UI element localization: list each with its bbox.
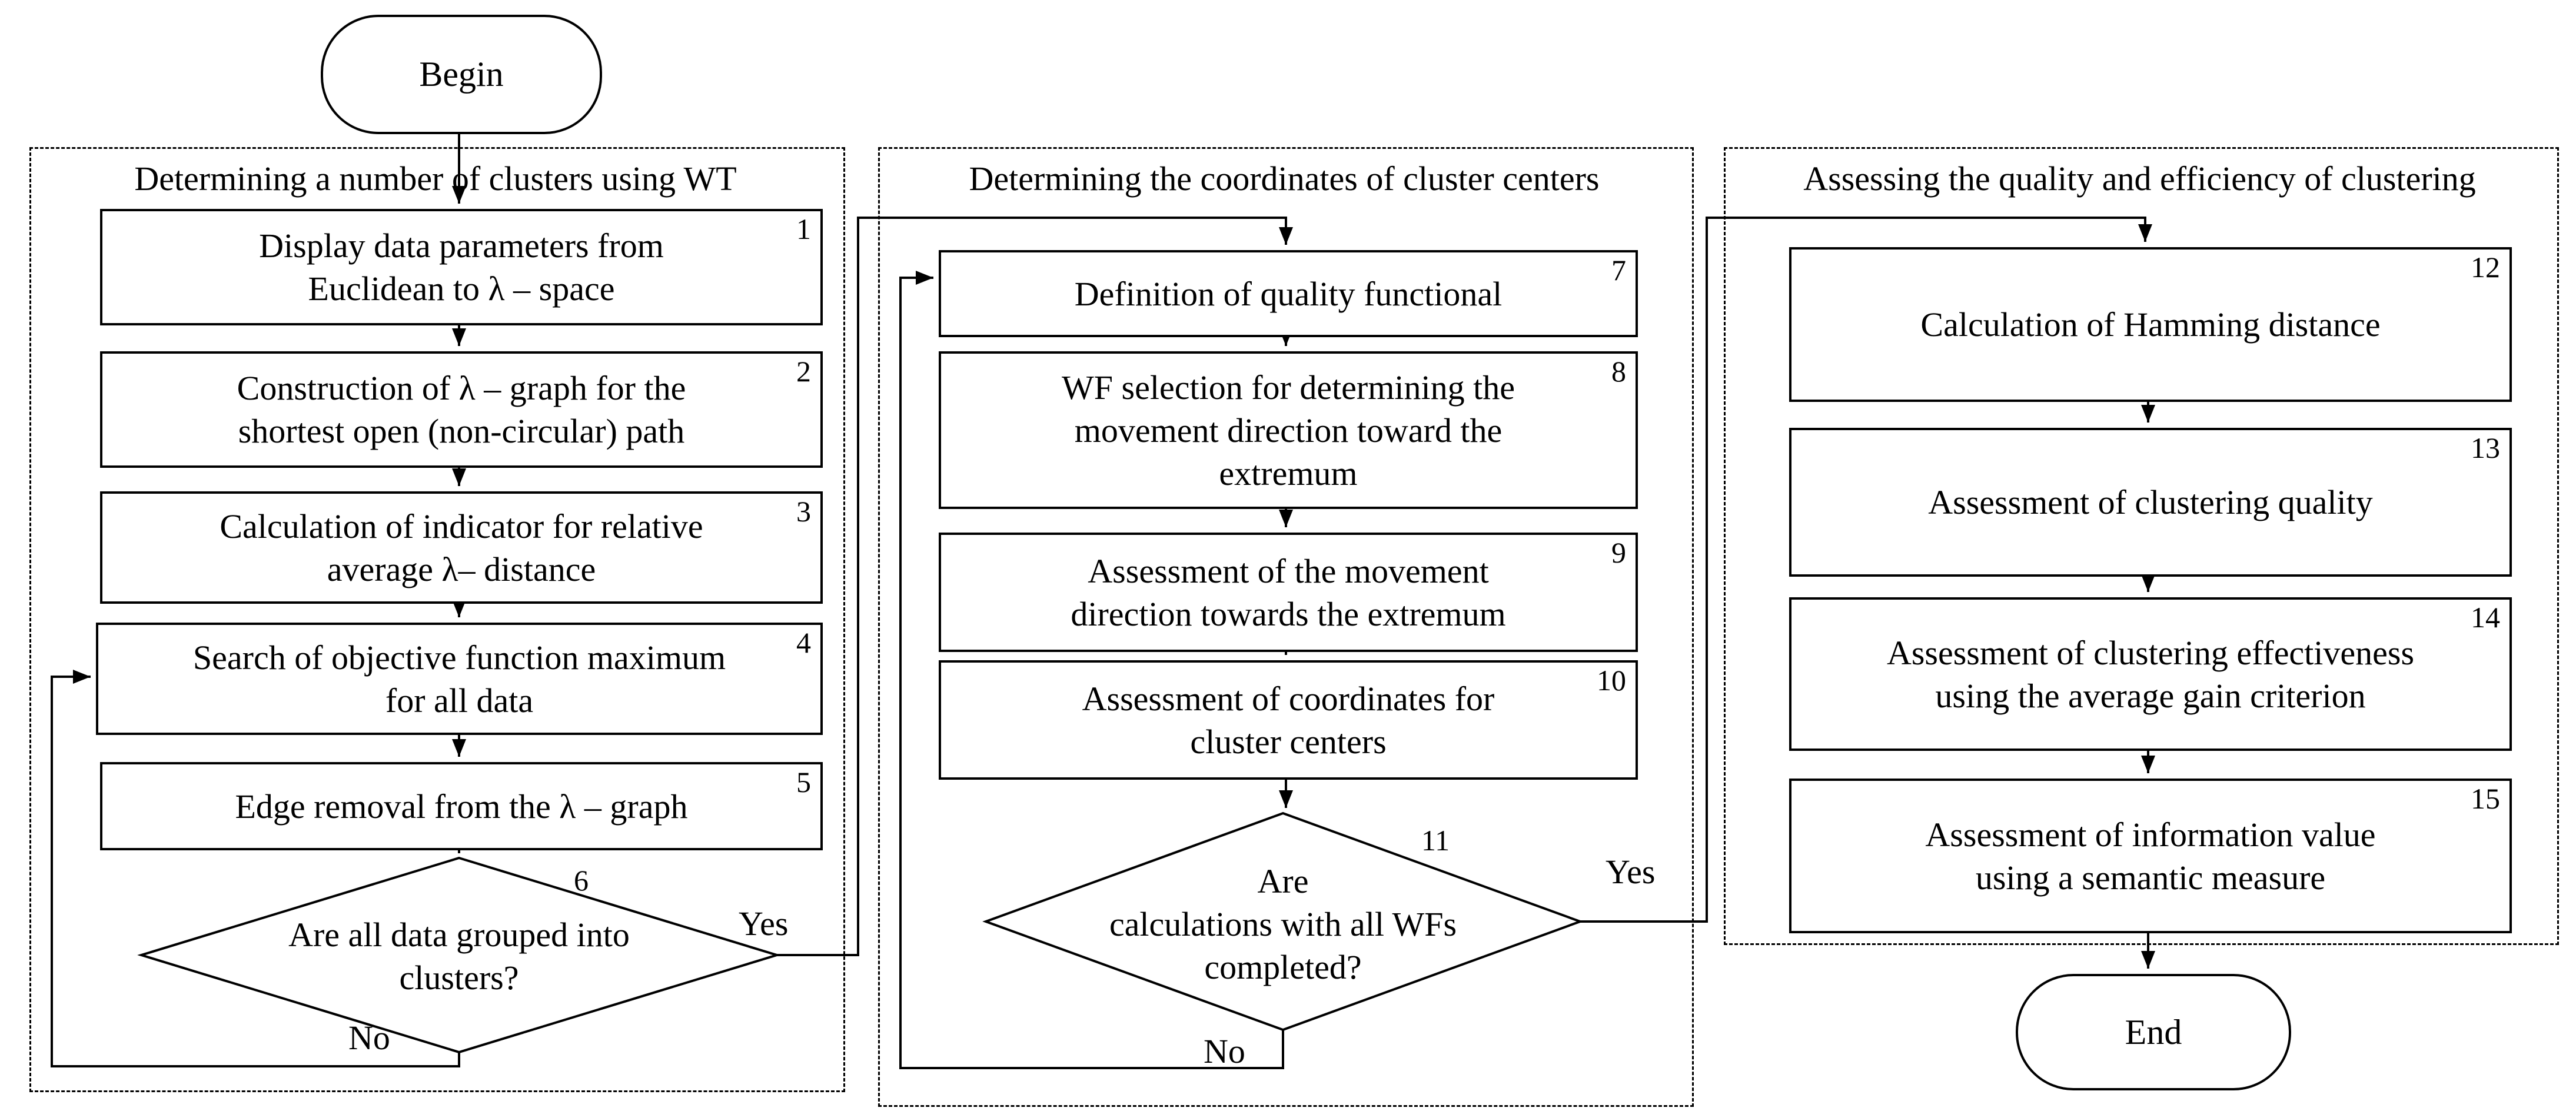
process-box-12: 12 Calculation of Hamming distance xyxy=(1789,247,2512,402)
step-number-12: 12 xyxy=(2471,251,2500,284)
connector-decision11-yes-to-box12 xyxy=(1580,217,2152,923)
section-title-3: Assessing the quality and efficiency of … xyxy=(1803,159,2476,198)
process-box-1: 1 Display data parameters from Euclidean… xyxy=(100,209,823,325)
decision6-no-label: No xyxy=(348,1019,390,1057)
process-box-5-label: Edge removal from the λ – graph xyxy=(235,787,688,826)
process-box-7: 7 Definition of quality functional xyxy=(939,250,1638,337)
decision11-number: 11 xyxy=(1421,824,1450,857)
process-box-9: 9 Assessment of the movement direction t… xyxy=(939,533,1638,652)
step-number-4: 4 xyxy=(796,626,811,659)
process-box-8: 8 WF selection for determining the movem… xyxy=(939,351,1638,509)
process-box-10: 10 Assessment of coordinates for cluster… xyxy=(939,660,1638,780)
process-box-2: 2 Construction of λ – graph for the shor… xyxy=(100,351,823,468)
step-number-8: 8 xyxy=(1611,355,1626,388)
begin-terminal: Begin xyxy=(321,15,602,134)
section-cluster-centers xyxy=(878,147,1694,1107)
process-box-10-label: Assessment of coordinates for cluster ce… xyxy=(1082,679,1495,761)
end-label: End xyxy=(2125,1012,2182,1052)
process-box-5: 5 Edge removal from the λ – graph xyxy=(100,762,823,850)
process-box-14: 14 Assessment of clustering effectivenes… xyxy=(1789,597,2512,751)
process-box-4: 4 Search of objective function maximum f… xyxy=(96,623,823,735)
process-box-4-label: Search of objective function maximum for… xyxy=(192,638,726,720)
step-number-1: 1 xyxy=(796,212,811,245)
connector-decision11-no-to-box7 xyxy=(899,271,1284,1069)
process-box-3: 3 Calculation of indicator for relative … xyxy=(100,491,823,604)
process-box-14-label: Assessment of clustering effectiveness u… xyxy=(1886,633,2415,715)
section-title-1: Determining a number of clusters using W… xyxy=(134,159,737,198)
process-box-13: 13 Assessment of clustering quality xyxy=(1789,428,2512,577)
step-number-15: 15 xyxy=(2471,782,2500,815)
decision6-yes-label: Yes xyxy=(739,904,789,943)
end-terminal: End xyxy=(2016,974,2291,1090)
process-box-7-label: Definition of quality functional xyxy=(1074,274,1503,313)
step-number-14: 14 xyxy=(2471,601,2500,634)
process-box-15-label: Assessment of information value using a … xyxy=(1925,815,2376,897)
connector-decision6-yes-to-box7 xyxy=(777,217,1293,956)
process-box-9-label: Assessment of the movement direction tow… xyxy=(1071,551,1506,633)
section-title-2: Determining the coordinates of cluster c… xyxy=(969,159,1600,198)
process-box-13-label: Assessment of clustering quality xyxy=(1928,483,2373,521)
decision6-label: Are all data grouped into clusters? xyxy=(288,916,630,997)
step-number-10: 10 xyxy=(1597,664,1626,697)
decision11-yes-label: Yes xyxy=(1606,853,1656,891)
decision6-diamond-shape xyxy=(137,856,781,1054)
process-box-3-label: Calculation of indicator for relative av… xyxy=(220,507,703,588)
connector-decision6-no-to-box4 xyxy=(51,670,460,1067)
decision11-no-label: No xyxy=(1204,1032,1245,1070)
step-number-2: 2 xyxy=(796,355,811,388)
process-box-8-label: WF selection for determining the movemen… xyxy=(1062,368,1515,493)
decision11-label: Are calculations with all WFs completed? xyxy=(1109,861,1457,986)
decision6-number: 6 xyxy=(574,864,589,897)
section-number-of-clusters xyxy=(29,147,845,1092)
step-number-13: 13 xyxy=(2471,431,2500,464)
process-box-12-label: Calculation of Hamming distance xyxy=(1920,305,2381,344)
process-box-15: 15 Assessment of information value using… xyxy=(1789,779,2512,933)
step-number-3: 3 xyxy=(796,495,811,528)
step-number-7: 7 xyxy=(1611,254,1626,287)
section-quality-efficiency xyxy=(1724,147,2559,945)
process-box-1-label: Display data parameters from Euclidean t… xyxy=(259,227,664,308)
step-number-9: 9 xyxy=(1611,536,1626,569)
decision11-diamond-shape xyxy=(982,811,1584,1032)
begin-label: Begin xyxy=(419,55,504,94)
process-box-2-label: Construction of λ – graph for the shorte… xyxy=(237,369,686,450)
step-number-5: 5 xyxy=(796,766,811,799)
